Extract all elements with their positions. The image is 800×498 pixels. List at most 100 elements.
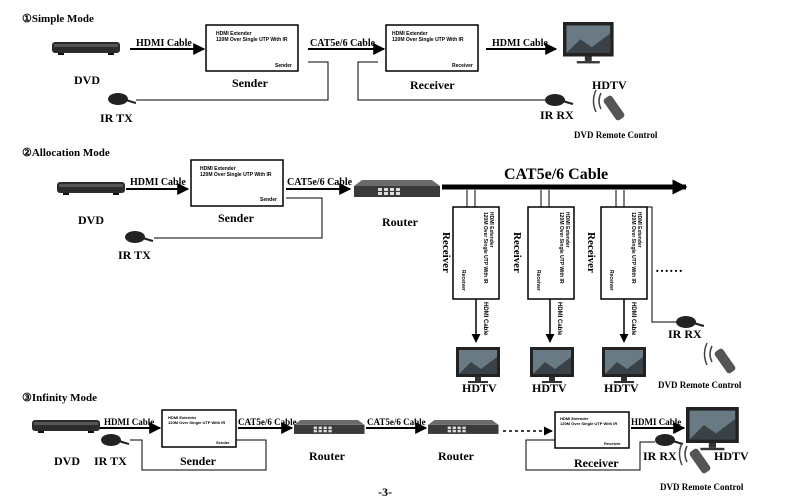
hdtv-label: HDTV (462, 381, 497, 395)
remote-control-label: DVD Remote Control (658, 380, 742, 390)
receiver-label: Receiver (410, 78, 455, 92)
receiver-box-line2: 120M Over Single UTP With IR (630, 212, 636, 284)
sender-box (205, 24, 299, 72)
hdmi-cable-label: HDMI Cable (104, 417, 154, 427)
ir-rx-wire (357, 61, 545, 101)
receiver-label: Receiver (585, 232, 597, 273)
receiver-box-line1: HDMI Extender (636, 212, 642, 248)
cat-cable-label: CAT5e/6 Cable (310, 38, 376, 49)
more-receivers-dots: …… (655, 261, 683, 276)
remote-control-icon (703, 342, 738, 376)
sender-box-line2: 120M Over Single UTP With IR (200, 172, 272, 178)
sender-box-tag: Sender (260, 197, 277, 203)
ir-tx-wire (136, 61, 329, 101)
hdmi-cable-vertical-label: HDMI Cable (630, 302, 636, 336)
dvd-player-icon (57, 182, 125, 195)
sender-box-line1: HDMI Extender (200, 166, 236, 172)
dvd-label: DVD (74, 73, 100, 87)
ir-rx-wire (640, 206, 678, 323)
receiver-label: Receiver (574, 456, 619, 470)
hdmi-cable-vertical-label: HDMI Cable (556, 302, 562, 336)
router-label: Router (382, 215, 419, 229)
receiver-box-tag: Receiver (460, 270, 466, 291)
receiver-unit-3: Receiver HDMI Extender 120M Over Single … (585, 190, 648, 395)
sender-box-line2: 120M Over Single UTP With IR (168, 420, 225, 425)
receiver-box-tag: Receiver (452, 63, 473, 69)
ir-tx-wire (154, 197, 323, 239)
remote-control-icon (678, 442, 713, 476)
receiver-label: Receiver (511, 232, 523, 273)
receiver-label: Receiver (440, 232, 452, 273)
receiver-box-line2: 120M Over Single UTP With IR (560, 421, 617, 426)
sender-label: Sender (180, 454, 217, 468)
receiver-box-tag: Receiver (535, 270, 541, 291)
dvd-label: DVD (54, 454, 80, 468)
ir-tx-label: IR TX (118, 248, 151, 262)
receiver-box-line1: HDMI Extender (392, 31, 428, 37)
ir-rx-label: IR RX (668, 327, 702, 341)
ir-tx-label: IR TX (94, 454, 127, 468)
receiver-box (554, 411, 630, 449)
hdtv-icon (686, 407, 739, 451)
receiver-box-line2: 120M Over Single UTP With IR (558, 212, 564, 284)
receiver-unit-1: Receiver HDMI Extender 120M Over Single … (440, 190, 500, 395)
ir-rx-icon (544, 93, 574, 107)
receiver-box (385, 24, 479, 72)
cat-cable-bus-label: CAT5e/6 Cable (504, 166, 608, 183)
router-icon (428, 420, 499, 434)
receiver-box-line2: 120M Over Single UTP With IR (482, 212, 488, 284)
receiver-box-line2: 120M Over Single UTP With IR (392, 37, 464, 43)
ir-tx-icon (107, 92, 137, 106)
allocation-mode-title: ②Allocation Mode (22, 147, 110, 159)
sender-box-tag: Sender (216, 440, 230, 445)
sender-box-line2: 120M Over Single UTP With IR (216, 37, 288, 43)
router-icon (294, 420, 365, 434)
receiver-box-tag: Receiver (608, 270, 614, 291)
simple-mode-title: ①Simple Mode (22, 13, 94, 25)
cat-cable-2-label: CAT5e/6 Cable (367, 417, 426, 427)
hdtv-label: HDTV (604, 381, 639, 395)
hdtv-icon (602, 347, 646, 383)
receiver-box-tag: Receiver (604, 441, 621, 446)
hdtv-icon (530, 347, 574, 383)
hdtv-label: HDTV (532, 381, 567, 395)
router-label: Router (438, 449, 475, 463)
dvd-player-icon (52, 42, 120, 55)
ir-rx-label: IR RX (540, 108, 574, 122)
remote-control-icon (592, 89, 627, 123)
sender-box-line1: HDMI Extender (168, 415, 197, 420)
sender-box-tag: Sender (275, 63, 292, 69)
dvd-label: DVD (78, 213, 104, 227)
hdtv-label: HDTV (592, 78, 627, 92)
page-number: -3- (378, 485, 392, 498)
hdmi-cable-label: HDMI Cable (136, 38, 192, 49)
receiver-box-line1: HDMI Extender (564, 212, 570, 248)
ir-tx-icon (100, 433, 130, 447)
ir-rx-wire (525, 439, 655, 471)
hdmi-cable-2-label: HDMI Cable (492, 38, 548, 49)
receiver-box-line1: HDMI Extender (560, 416, 589, 421)
sender-label: Sender (218, 211, 255, 225)
hdmi-cable-label: HDMI Cable (130, 177, 186, 188)
infinity-mode-title: ③Infinity Mode (22, 392, 97, 404)
sender-box-line1: HDMI Extender (216, 31, 252, 37)
hdmi-cable-2-label: HDMI Cable (631, 417, 681, 427)
hdtv-icon (563, 22, 614, 64)
sender-box (190, 159, 284, 207)
router-icon (354, 180, 440, 197)
receiver-box-line1: HDMI Extender (488, 212, 494, 248)
cat-cable-1-label: CAT5e/6 Cable (238, 417, 297, 427)
receiver-unit-2: Receiver HDMI Extender 120M Over Single … (511, 190, 575, 395)
sender-label: Sender (232, 76, 269, 90)
router-label: Router (309, 449, 346, 463)
cat-cable-label: CAT5e/6 Cable (287, 177, 353, 188)
ir-tx-icon (124, 230, 154, 244)
ir-tx-label: IR TX (100, 111, 133, 125)
ir-rx-label: IR RX (643, 449, 677, 463)
hdmi-cable-vertical-label: HDMI Cable (482, 302, 488, 336)
remote-control-label: DVD Remote Control (660, 482, 744, 492)
sender-box (161, 409, 237, 448)
ir-rx-icon (654, 433, 684, 447)
remote-control-label: DVD Remote Control (574, 130, 658, 140)
